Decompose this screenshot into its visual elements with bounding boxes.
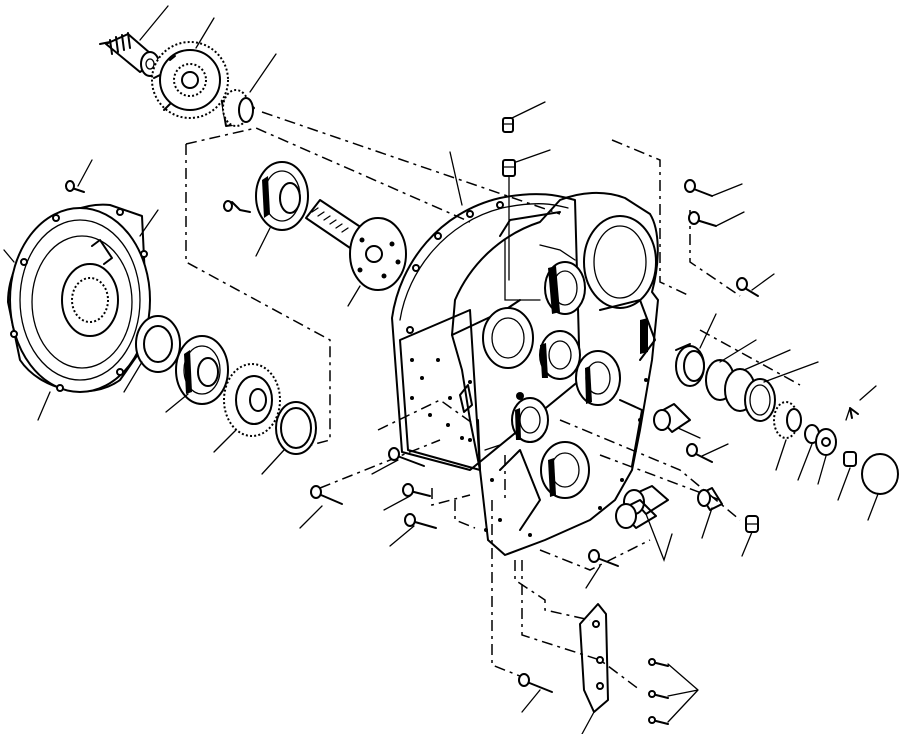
- front-bolt-2: [402, 483, 431, 497]
- leader-front-bolt-5: [859, 385, 877, 401]
- leader-bearing-cone: [249, 53, 277, 93]
- leader-o-rings: [719, 339, 819, 383]
- top-bolt-2: [688, 211, 717, 227]
- leader-top-bolt-1: [711, 183, 743, 197]
- leader-tapered-bearing: [775, 439, 787, 471]
- lower-bolt: [588, 549, 619, 567]
- left-cover-group: [7, 180, 317, 455]
- o-rings: [705, 359, 776, 422]
- leader-side-bolt: [751, 273, 775, 291]
- leader-idler-gear: [213, 429, 237, 453]
- ball-bearing-upper: [255, 161, 309, 231]
- leader-plug-upper: [511, 101, 546, 119]
- phantom-lines: [185, 111, 801, 691]
- housing-body: [451, 191, 659, 556]
- leader-dowel-sleeve: [677, 427, 701, 439]
- side-bolt: [736, 277, 759, 297]
- leader-top-bolt-2: [715, 211, 745, 227]
- upper-gear-group: [99, 32, 516, 291]
- lower-parts-group: [310, 447, 669, 725]
- leader-oil-pump-cover: [3, 249, 15, 263]
- washer: [815, 428, 837, 456]
- driven-gear: [151, 41, 229, 119]
- leader-cover-bolt: [77, 159, 93, 187]
- leader-bracket: [581, 711, 595, 734]
- end-cap: [861, 453, 899, 495]
- leader-front-bolt-1: [371, 459, 399, 475]
- leader-splined-shaft: [255, 227, 271, 257]
- leader-bearing-cup: [699, 313, 717, 349]
- plug-bolt: [686, 443, 713, 463]
- oil-pump-cover: [7, 203, 152, 393]
- leader-cover-gasket: [139, 209, 159, 237]
- nut: [843, 451, 857, 467]
- snap-ring: [275, 401, 317, 455]
- leader-washer: [817, 455, 827, 485]
- leader-shim: [797, 443, 813, 481]
- front-bolt-4: [310, 485, 343, 505]
- plug-lower: [502, 159, 516, 281]
- leader-oil-seal: [123, 361, 143, 393]
- leader-bracket-bolt: [521, 689, 541, 713]
- top-bolt-1: [684, 179, 713, 197]
- oil-seal: [135, 315, 181, 373]
- bearing-cup: [675, 343, 705, 387]
- leader-end-cap: [867, 493, 879, 521]
- spacer: [697, 487, 723, 511]
- leader-housing-gasket: [449, 151, 463, 206]
- leader-plug-bolt: [701, 443, 729, 457]
- leader-spacer: [701, 507, 713, 539]
- leader-snap-ring: [261, 449, 285, 475]
- idler-gear: [223, 363, 281, 437]
- leader-bushings: [645, 513, 673, 562]
- right-parts-group: [615, 179, 899, 533]
- transmission-housing: [391, 191, 659, 556]
- leader-arrow-mark: [845, 407, 851, 421]
- leader-front-bolt-2: [383, 495, 411, 511]
- arrow-mark: [849, 407, 859, 419]
- leader-nut: [837, 467, 851, 501]
- leader-pinion-shaft: [139, 5, 169, 41]
- cover-bolt: [65, 180, 85, 193]
- dowel-sleeve: [653, 403, 691, 433]
- tapered-bearing: [773, 401, 802, 439]
- leader-driven-gear: [195, 17, 215, 49]
- pump-plate: [349, 217, 407, 291]
- plug-upper: [502, 117, 514, 133]
- leader-front-bolt-3: [389, 525, 415, 547]
- front-bolt-5: [518, 673, 553, 693]
- pinion-shaft: [99, 32, 160, 77]
- leader-fitting: [741, 531, 753, 557]
- leader-pump-plate: [347, 285, 361, 307]
- bracket: [579, 603, 609, 713]
- housing-gasket: [391, 193, 581, 471]
- leader-lower-bolt: [585, 565, 601, 589]
- ball-bearing-left: [175, 335, 229, 405]
- leader-front-bolt-4: [299, 505, 323, 529]
- front-bolt-1: [388, 447, 425, 467]
- bearing-cone: [221, 89, 255, 127]
- callout-leaders: [3, 5, 879, 734]
- leader-ball-bearing-left: [165, 393, 189, 413]
- leader-bearing-retainer: [37, 391, 51, 421]
- screws: [648, 658, 669, 725]
- fitting: [745, 515, 759, 533]
- leader-screws: [667, 663, 699, 723]
- front-bolt-3: [404, 513, 437, 529]
- leader-plug-lower: [515, 149, 551, 163]
- retainer-bolt: [223, 200, 251, 213]
- bushings: [615, 485, 669, 529]
